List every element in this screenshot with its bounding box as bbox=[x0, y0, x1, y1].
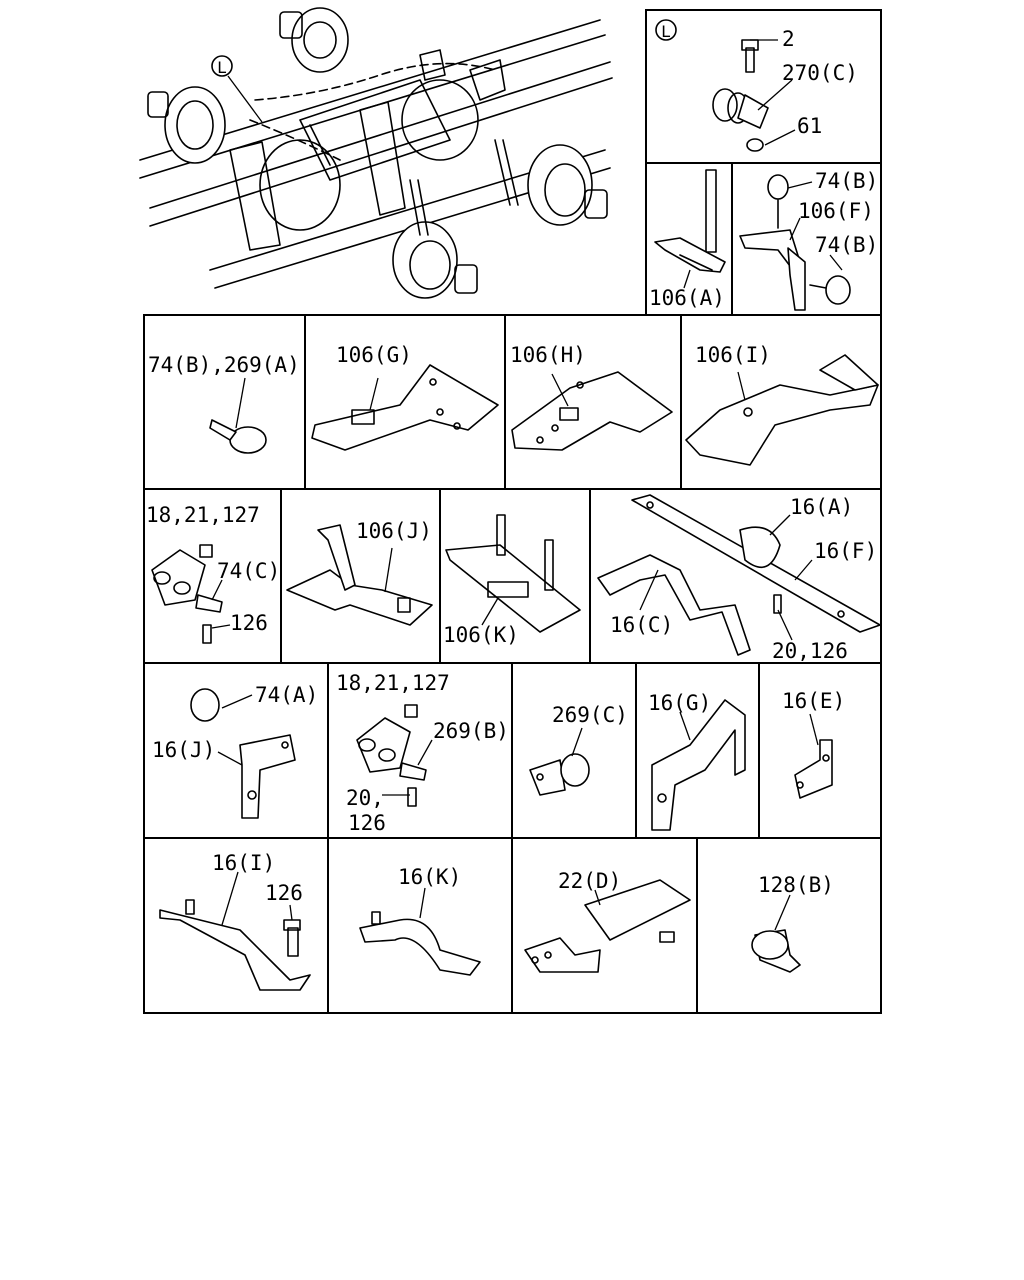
label-106f: 106(F) bbox=[798, 199, 874, 223]
bracket-22d bbox=[524, 879, 691, 973]
label-106h: 106(H) bbox=[510, 343, 586, 367]
label-106g: 106(G) bbox=[336, 343, 412, 367]
label-16a: 16(A) bbox=[790, 495, 853, 519]
clamp-74b-269a bbox=[209, 419, 267, 454]
label-126-a: 126 bbox=[230, 611, 268, 635]
callout-marker-l-panel: L bbox=[655, 19, 677, 41]
bracket-106h bbox=[511, 371, 673, 451]
grid-frame bbox=[143, 9, 882, 1014]
callout-marker-l: L bbox=[211, 55, 263, 123]
label-16k: 16(K) bbox=[398, 865, 461, 889]
bracket-16i bbox=[159, 899, 311, 991]
rear-axle-chassis-illustration bbox=[139, 7, 613, 299]
svg-text:L: L bbox=[661, 22, 671, 41]
bracket-106f-with-clamps bbox=[739, 174, 851, 311]
label-106i: 106(I) bbox=[695, 343, 771, 367]
label-16f: 16(F) bbox=[814, 539, 877, 563]
label-126-c: 126 bbox=[265, 881, 303, 905]
label-270c: 270(C) bbox=[782, 61, 858, 85]
label-16c: 16(C) bbox=[610, 613, 673, 637]
label-74c: 74(C) bbox=[217, 559, 280, 583]
bracket-106a bbox=[654, 169, 726, 273]
bracket-16g bbox=[651, 699, 746, 831]
label-20-126-a: 20,126 bbox=[772, 639, 848, 663]
label-16i: 16(I) bbox=[212, 851, 275, 875]
label-106j: 106(J) bbox=[356, 519, 432, 543]
svg-text:L: L bbox=[217, 58, 227, 77]
label-20-b: 20, bbox=[346, 786, 384, 810]
label-106k: 106(K) bbox=[443, 623, 519, 647]
label-128b: 128(B) bbox=[758, 873, 834, 897]
label-269c: 269(C) bbox=[552, 703, 628, 727]
label-18-21-127-b: 18,21,127 bbox=[336, 671, 450, 695]
label-74b-269a: 74(B),269(A) bbox=[148, 353, 300, 377]
rubber-mount-b bbox=[356, 704, 427, 807]
label-16e: 16(E) bbox=[782, 689, 845, 713]
bracket-set-16a-16f-16c bbox=[597, 494, 881, 656]
label-61: 61 bbox=[797, 114, 822, 138]
label-2: 2 bbox=[782, 27, 795, 51]
label-269b: 269(B) bbox=[433, 719, 509, 743]
label-74a: 74(A) bbox=[255, 683, 318, 707]
clamp-assembly-l bbox=[712, 39, 769, 152]
label-16g: 16(G) bbox=[648, 691, 711, 715]
bracket-106j bbox=[286, 524, 433, 626]
clamp-128b bbox=[751, 929, 801, 973]
label-126-b: 126 bbox=[348, 811, 386, 835]
label-74b-bottom: 74(B) bbox=[815, 233, 878, 257]
label-16j: 16(J) bbox=[152, 738, 215, 762]
bracket-16k bbox=[359, 911, 481, 976]
rubber-mount-a bbox=[151, 544, 223, 644]
clamp-269c bbox=[529, 753, 590, 796]
bracket-106k bbox=[445, 514, 581, 633]
bracket-106i bbox=[685, 354, 879, 466]
label-74b-top: 74(B) bbox=[815, 169, 878, 193]
label-106a: 106(A) bbox=[649, 286, 725, 310]
label-22d: 22(D) bbox=[558, 869, 621, 893]
bracket-16e bbox=[794, 739, 833, 799]
bracket-16j-with-clamp-74a bbox=[190, 688, 296, 819]
label-18-21-127-a: 18,21,127 bbox=[146, 503, 260, 527]
bracket-106g bbox=[311, 364, 499, 451]
